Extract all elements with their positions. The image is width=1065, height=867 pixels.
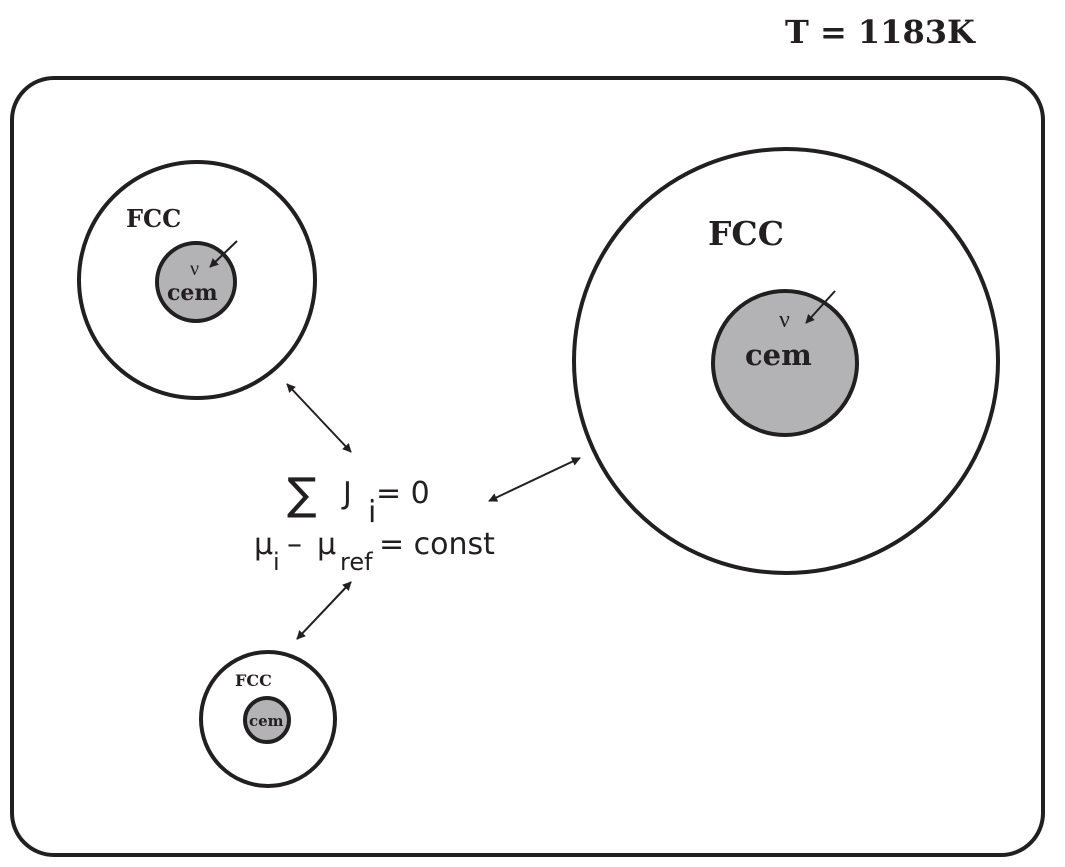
potential-rhs: = const [379, 527, 495, 562]
mu-ref-subscript: ref [340, 548, 373, 576]
cem-label-small: cem [249, 712, 284, 730]
grain-large: FCC ν cem [572, 147, 1000, 575]
cem-label-medium: cem [167, 280, 218, 306]
cementite-core-large [711, 289, 859, 437]
fcc-label-medium: FCC [126, 204, 181, 233]
flux-rhs: = 0 [376, 476, 430, 511]
grain-small: FCC cem [199, 650, 337, 788]
growth-arrow-medium [209, 240, 238, 268]
mu-i-symbol: μ [254, 527, 273, 562]
fcc-label-small: FCC [235, 671, 272, 690]
mu-i-subscript: i [273, 548, 280, 576]
nu-label-medium: ν [190, 258, 199, 280]
nu-label-large: ν [779, 307, 790, 333]
growth-arrow-large [805, 290, 836, 324]
temperature-label: T = 1183K [785, 13, 976, 51]
cementite-core-small [243, 696, 291, 744]
exchange-arrow-right [488, 457, 581, 502]
exchange-arrow-bottom [296, 581, 352, 640]
flux-balance-equation: ∑ J i = 0 [287, 469, 430, 530]
mu-ref-symbol: μ [317, 527, 336, 562]
flux-index: i [368, 495, 376, 530]
fcc-label-large: FCC [708, 214, 784, 253]
exchange-arrow-top-left [286, 383, 352, 453]
cem-label-large: cem [745, 338, 812, 372]
chemical-potential-equation: μ i – μ ref = const [254, 527, 495, 576]
system-boundary [10, 76, 1045, 857]
sum-symbol: ∑ [287, 469, 317, 520]
minus-sign: – [287, 527, 302, 562]
flux-symbol: J [341, 476, 352, 511]
grain-medium: FCC ν cem [77, 160, 317, 400]
